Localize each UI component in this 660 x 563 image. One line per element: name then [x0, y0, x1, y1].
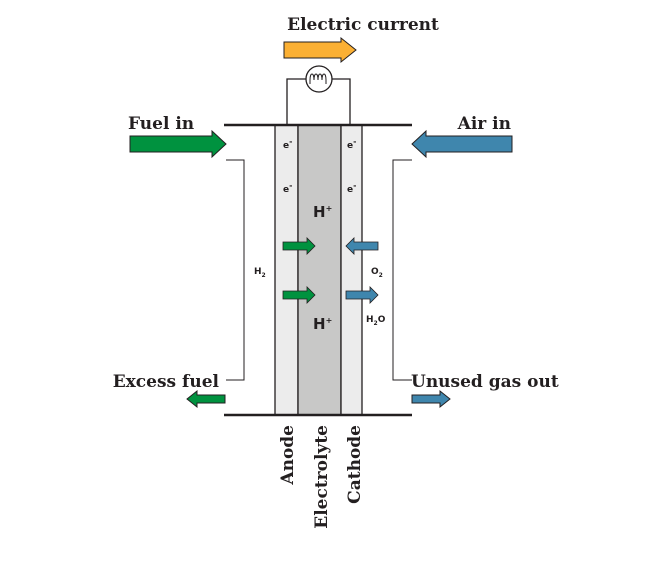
excess-fuel-label: Excess fuel	[113, 372, 220, 392]
fuel-in-label: Fuel in	[128, 114, 194, 134]
anode-layer	[274, 124, 299, 416]
anode-label: Anode	[278, 425, 298, 486]
cathode-label: Cathode	[345, 425, 365, 504]
fuel-channel-line	[226, 159, 245, 381]
anode-flow-arrow-1	[282, 237, 316, 255]
electric-current-arrow	[283, 36, 357, 64]
cathode-inflow-arrow	[345, 237, 379, 255]
air-channel-line	[392, 159, 412, 381]
anode-flow-arrow-2	[282, 286, 316, 304]
air-in-label: Air in	[457, 114, 511, 134]
air-in-arrow	[411, 129, 513, 159]
electron-label-anode-1: e-	[283, 137, 292, 151]
excess-fuel-arrow	[186, 389, 226, 409]
oxygen-gas-label: O2	[371, 267, 383, 279]
electric-current-label: Electric current	[287, 15, 439, 35]
electron-label-cathode-2: e-	[347, 181, 356, 195]
hydrogen-gas-label: H2	[254, 267, 266, 279]
water-label: H2O	[366, 315, 386, 327]
filament-coil-icon	[309, 73, 327, 84]
cathode-layer	[340, 124, 363, 416]
cathode-outflow-arrow	[345, 286, 379, 304]
unused-gas-out-label: Unused gas out	[411, 372, 559, 392]
load-resistor-icon	[305, 65, 333, 93]
unused-gas-out-arrow	[411, 389, 451, 409]
electrolyte-layer	[297, 124, 342, 416]
electron-label-cathode-1: e-	[347, 137, 356, 151]
electron-label-anode-2: e-	[283, 181, 292, 195]
hydrogen-ion-label-2: H+	[313, 315, 332, 333]
hydrogen-ion-label-1: H+	[313, 203, 332, 221]
electrolyte-label: Electrolyte	[312, 425, 332, 529]
fuel-in-arrow	[129, 129, 227, 159]
